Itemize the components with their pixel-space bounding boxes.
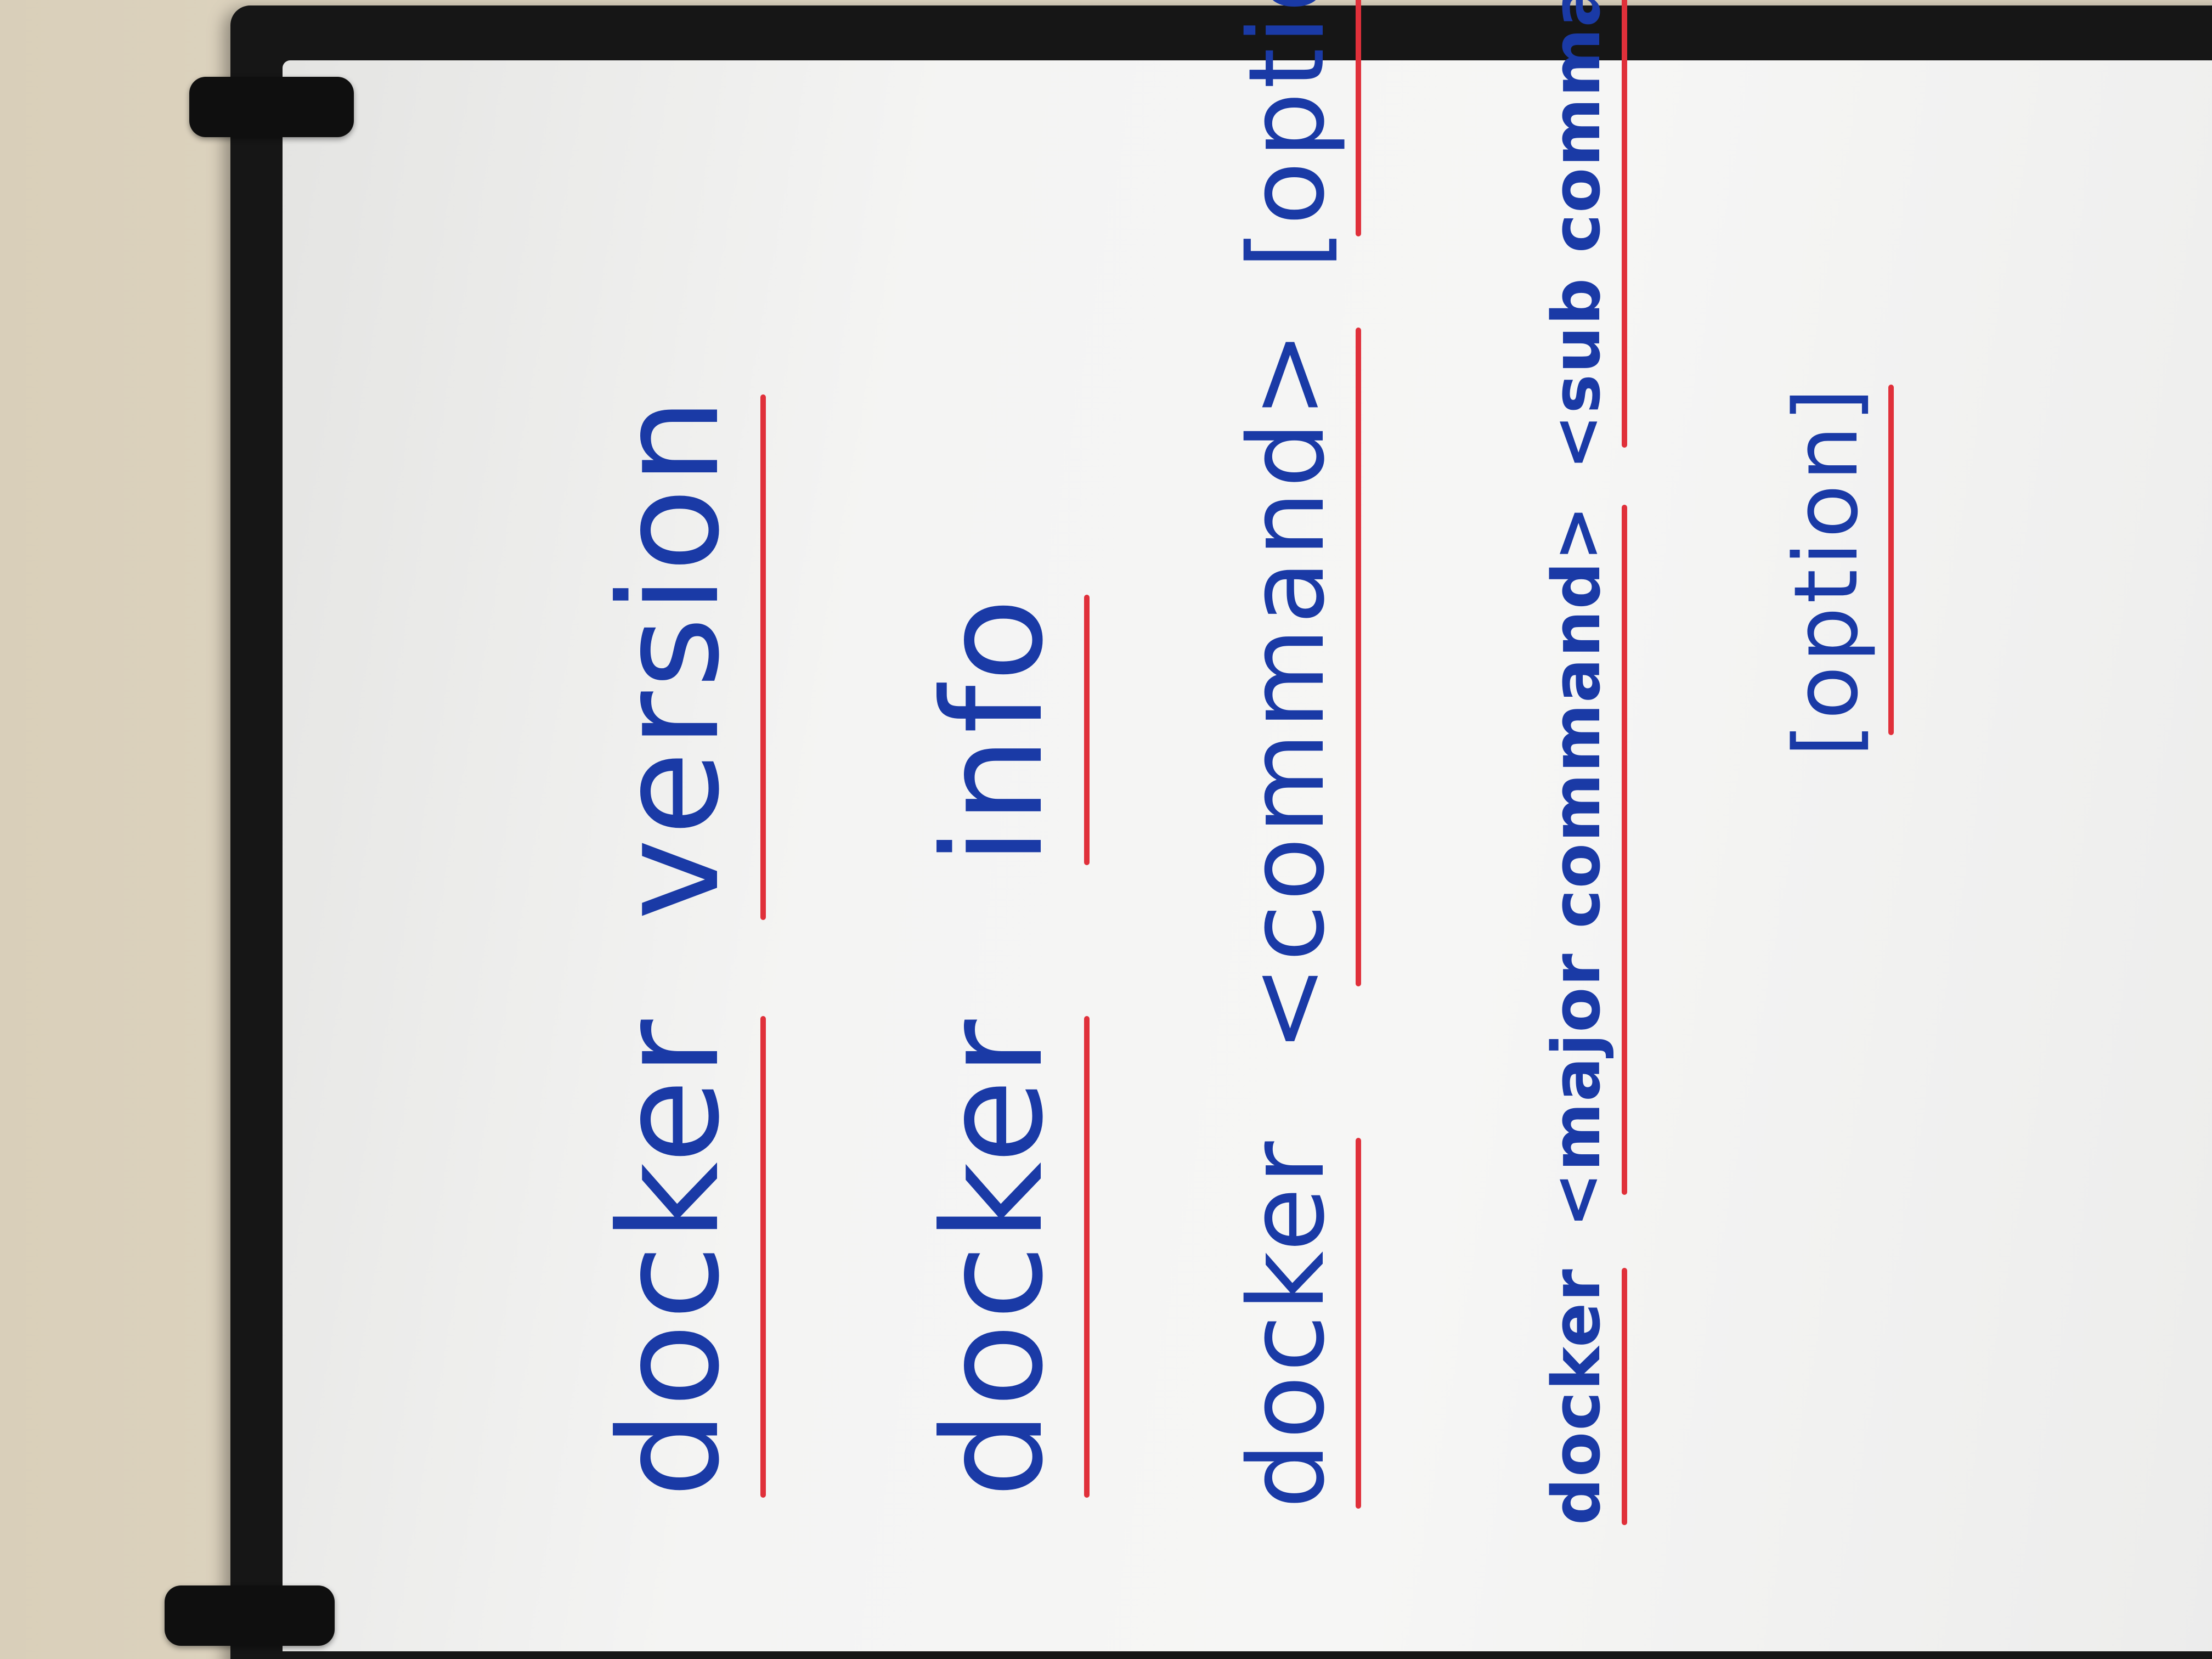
red-underline bbox=[1356, 1138, 1361, 1509]
red-underline bbox=[1622, 504, 1627, 1195]
red-underline bbox=[1356, 328, 1361, 986]
word-text: docker bbox=[913, 1016, 1073, 1498]
word-option: [option] bbox=[1775, 385, 1894, 757]
red-underline bbox=[1888, 385, 1894, 735]
word-text: docker bbox=[1539, 1268, 1615, 1525]
word-docker: docker bbox=[590, 1016, 766, 1498]
word-major-command: <major command> bbox=[1539, 504, 1627, 1228]
word-text: [option] bbox=[1775, 385, 1877, 757]
red-underline bbox=[1622, 0, 1627, 448]
word-command: <command> bbox=[1226, 328, 1361, 1052]
word-text: info bbox=[913, 595, 1073, 865]
word-text: <major command> bbox=[1539, 504, 1615, 1228]
word-text: <sub command> bbox=[1539, 0, 1615, 470]
word-options: [options] bbox=[1226, 0, 1361, 269]
red-underline bbox=[1356, 0, 1361, 236]
red-underline bbox=[760, 1016, 766, 1498]
word-text: version bbox=[590, 394, 749, 920]
frame-clip-bottom bbox=[165, 1585, 335, 1646]
word-text: docker bbox=[590, 1016, 749, 1498]
word-docker: docker bbox=[913, 1016, 1090, 1498]
whiteboard-writing: docker version docker info docker bbox=[283, 0, 2212, 1651]
line-docker-version: docker version bbox=[590, 345, 766, 1498]
line-docker-info: docker info bbox=[913, 545, 1090, 1498]
frame-clip-top bbox=[189, 77, 354, 137]
line-docker-command-options: docker <command> [options] bbox=[1226, 0, 1361, 1509]
word-docker: docker bbox=[1226, 1138, 1361, 1509]
word-text: <command> bbox=[1226, 328, 1347, 1052]
word-info: info bbox=[913, 595, 1090, 865]
whiteboard-surface bbox=[283, 60, 2212, 1651]
red-underline bbox=[1084, 595, 1090, 865]
red-underline bbox=[1084, 1016, 1090, 1498]
word-text: docker bbox=[1226, 1138, 1347, 1509]
word-version: version bbox=[590, 394, 766, 920]
red-underline bbox=[760, 394, 766, 920]
line-docker-major-sub-command: docker <major command> <sub command> bbox=[1539, 0, 1627, 1525]
word-docker: docker bbox=[1539, 1268, 1627, 1525]
line-option: [option] bbox=[1775, 335, 1894, 757]
red-underline bbox=[1622, 1268, 1627, 1525]
word-sub-command: <sub command> bbox=[1539, 0, 1627, 470]
word-text: [options] bbox=[1226, 0, 1347, 269]
